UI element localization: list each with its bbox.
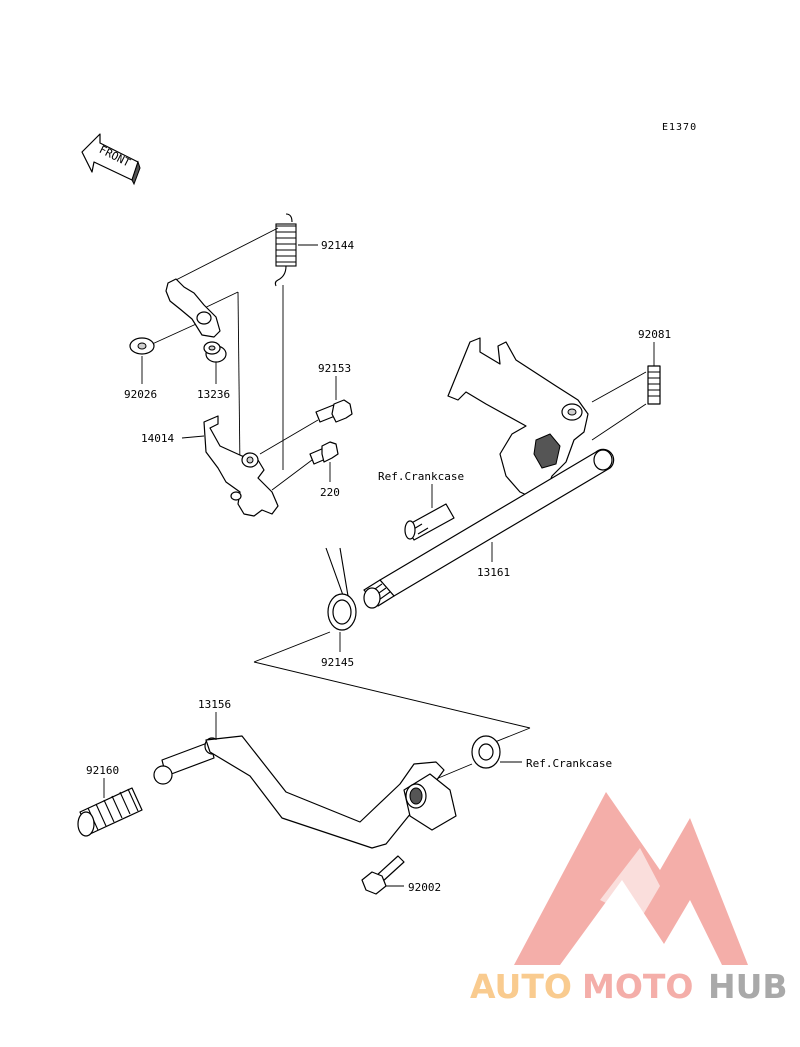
label-92144: 92144 [321,239,354,252]
label-220: 220 [320,486,340,499]
assembly-lines-upper [149,227,319,491]
collar-13236 [203,341,227,384]
label-92026: 92026 [124,388,157,401]
spring-92144 [274,213,318,287]
front-direction-arrow: FRONT [81,133,141,186]
label-ref-crankcase-lower: Ref.Crankcase [526,757,612,770]
washer-92026 [129,337,155,384]
return-spring-92145 [325,547,357,652]
label-92081: 92081 [638,328,671,341]
shift-shaft-13161 [363,337,615,609]
label-14014: 14014 [141,432,174,445]
label-92145: 92145 [321,656,354,669]
spring-92081 [591,342,661,441]
diagram-code: E1370 [662,122,697,133]
label-13156: 13156 [198,698,231,711]
shift-arm-14014 [181,415,279,517]
label-92160: 92160 [86,764,119,777]
crankcase-pin [404,484,455,541]
bolt-220 [309,441,339,482]
crankcase-washer [471,735,522,769]
label-92153: 92153 [318,362,351,375]
pedal-rubber-92160 [77,778,143,837]
label-ref-crankcase-upper: Ref.Crankcase [378,470,464,483]
label-13236: 13236 [197,388,230,401]
shift-pedal-13156 [153,712,457,849]
label-13161: 13161 [477,566,510,579]
shift-lever-bracket [165,278,221,338]
logo-word-hub: HUB [708,967,788,1006]
bolt-92002 [361,855,405,895]
logo-word-auto: AUTO [470,967,572,1006]
label-92002: 92002 [408,881,441,894]
bolt-92153 [315,376,353,423]
logo-word-moto: MOTO [582,967,693,1006]
automotohub-logo: AUTO MOTO HUB [470,792,788,1006]
